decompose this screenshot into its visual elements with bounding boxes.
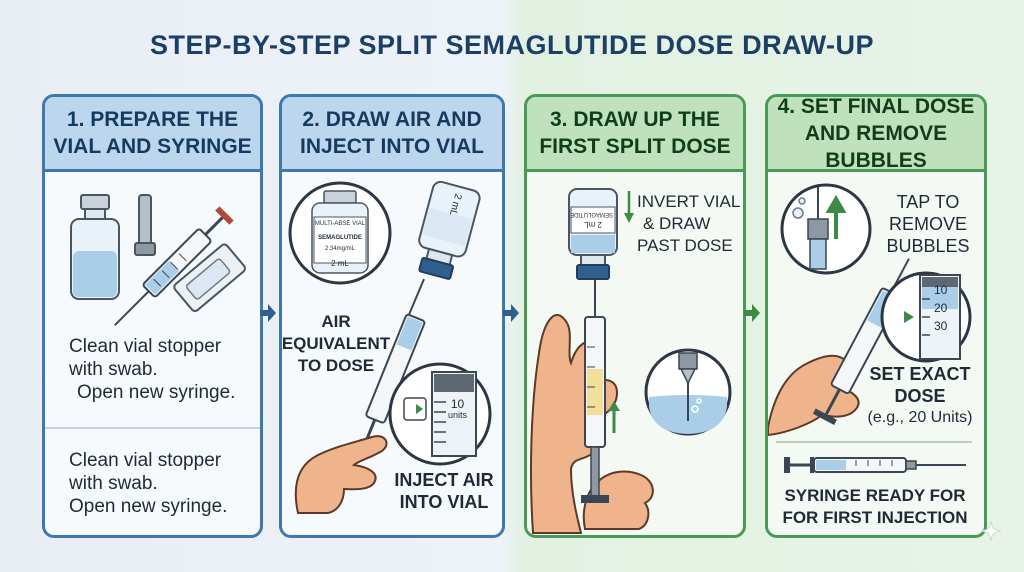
vial-label-top: MULTI-ABSE VIAL: [314, 221, 366, 227]
inject-label-line1: INJECT AIR: [394, 470, 494, 490]
arrow-right-icon: [503, 304, 519, 322]
arrow-down-icon: [624, 191, 634, 223]
vial-label-vol: 2 mL: [584, 220, 602, 229]
ready-line1: SYRINGE READY FOR: [784, 486, 966, 505]
invert-line2: & DRAW: [643, 214, 711, 233]
air-label-line2: EQUIVALENT: [281, 334, 391, 353]
hand-icon: [294, 435, 388, 514]
step-1-text-a-line2: with swab.: [69, 359, 158, 380]
step-2-heading-line1: 2. DRAW AIR AND: [302, 108, 482, 131]
vial-label-name: SEMAGLUTIDE: [569, 211, 613, 217]
syringe-ready-label: SYRINGE READY FOR FOR FIRST INJECTION: [770, 485, 980, 529]
bubble-magnifier-icon: [780, 183, 872, 275]
step-2-heading-line2: INJECT INTO VIAL: [300, 135, 484, 158]
inject-label-line2: INTO VIAL: [399, 492, 489, 512]
syringe-icon: [784, 457, 966, 473]
step-4-heading-line2: AND REMOVE BUBBLES: [804, 121, 948, 172]
tap-line1: TAP TO: [896, 192, 960, 212]
arrow-up-icon: [608, 401, 620, 433]
step-4-divider: [776, 441, 972, 443]
arrow-right-icon: [744, 304, 760, 322]
invert-line1: INVERT VIAL: [637, 192, 741, 211]
page-title: STEP-BY-STEP SPLIT SEMAGLUTIDE DOSE DRAW…: [149, 30, 875, 60]
alcohol-swab-icon: [173, 243, 246, 313]
set-line3: (e.g., 20 Units): [867, 409, 973, 426]
scale-unit: units: [448, 410, 468, 420]
scale-readout: 10 units: [448, 397, 468, 421]
ready-line2: FOR FIRST INJECTION: [782, 508, 968, 527]
tap-bubbles-instruction: TAP TO REMOVE BUBBLES: [878, 191, 978, 257]
step-4-panel: 4. SET FINAL DOSE AND REMOVE BUBBLES TAP…: [765, 94, 987, 538]
step-3-heading: 3. DRAW UP THE FIRST SPLIT DOSE: [527, 97, 743, 172]
scale-number: 10: [450, 397, 465, 411]
vial-icon: [70, 194, 120, 300]
step-1-divider: [45, 427, 260, 429]
scale-magnifier-icon: [388, 362, 492, 466]
sparkle-icon: [980, 520, 1002, 542]
inverted-vial-icon: [418, 180, 481, 280]
arrow-right-icon: [260, 304, 276, 322]
step-1-heading: 1. PREPARE THE VIAL AND SYRINGE: [45, 97, 260, 172]
step-4-heading-line1: 4. SET FINAL DOSE: [777, 94, 975, 118]
vial-magnifier-icon: [288, 181, 392, 285]
inject-air-label: INJECT AIR INTO VIAL: [388, 469, 500, 513]
vial-label-name: SEMAGLUTIDE: [318, 235, 362, 241]
step-1-heading-line2: VIAL AND SYRINGE: [53, 135, 252, 158]
tap-line2: REMOVE: [888, 214, 967, 234]
invert-line3: PAST DOSE: [637, 236, 733, 255]
set-dose-instruction: SET EXACT DOSE (e.g., 20 Units): [864, 363, 976, 429]
step-2-heading: 2. DRAW AIR AND INJECT INTO VIAL: [282, 97, 502, 172]
tap-line3: BUBBLES: [886, 236, 970, 256]
needle-cap-icon: [134, 194, 156, 256]
step-1-text-b-line2: with swab.: [69, 473, 158, 494]
step-1-text-a-line3: Open new syringe.: [77, 382, 236, 403]
inverted-vial-icon: [568, 188, 618, 280]
air-label-line3: TO DOSE: [297, 356, 375, 375]
vial-label: MULTI-ABSE VIAL SEMAGLUTIDE 2.34mg/mL 2 …: [314, 219, 366, 269]
step-1-panel: 1. PREPARE THE VIAL AND SYRINGE: [42, 94, 263, 538]
needle-in-liquid-magnifier-icon: [644, 348, 732, 436]
syringe-icon: [114, 206, 234, 326]
air-label-line1: AIR: [321, 312, 351, 331]
syringe-icon: [581, 279, 609, 503]
invert-vial-instruction: INVERT VIAL & DRAW PAST DOSE: [637, 191, 740, 257]
step-3-heading-line2: FIRST SPLIT DOSE: [539, 135, 731, 158]
vial-label-conc: 2.34mg/mL: [324, 246, 355, 252]
vial-label-vol: 2 mL: [331, 259, 349, 268]
scale-magnifier-icon: [880, 271, 972, 363]
scale-20: 20: [934, 301, 948, 315]
step-1-heading-line1: 1. PREPARE THE: [66, 108, 239, 131]
inverted-vial-label: 2 mL SEMAGLUTIDE: [569, 209, 613, 229]
set-line1: SET EXACT: [869, 364, 971, 384]
step-1-text-a-line1: Clean vial stopper: [69, 336, 222, 357]
step-1-instruction-b: Clean vial stopper with swab. Open new s…: [69, 449, 227, 518]
set-line2: DOSE: [894, 386, 946, 406]
scale-10: 10: [934, 283, 948, 297]
scale-30: 30: [934, 319, 948, 333]
air-equivalent-label: AIR EQUIVALENT TO DOSE: [281, 311, 392, 377]
step-1-text-b-line1: Clean vial stopper: [69, 450, 222, 471]
step-2-panel: 2. DRAW AIR AND INJECT INTO VIAL MULTI-A…: [279, 94, 505, 538]
step-4-heading: 4. SET FINAL DOSE AND REMOVE BUBBLES: [768, 97, 984, 172]
scale-readout: 10 20 30: [934, 281, 947, 335]
step-3-heading-line1: 3. DRAW UP THE: [550, 108, 720, 131]
step-3-panel: 3. DRAW UP THE FIRST SPLIT DOSE 2 mL SEM…: [524, 94, 746, 538]
step-1-text-b-line3: Open new syringe.: [69, 496, 228, 517]
step-1-instruction-a: Clean vial stopper with swab. Open new s…: [69, 335, 235, 404]
